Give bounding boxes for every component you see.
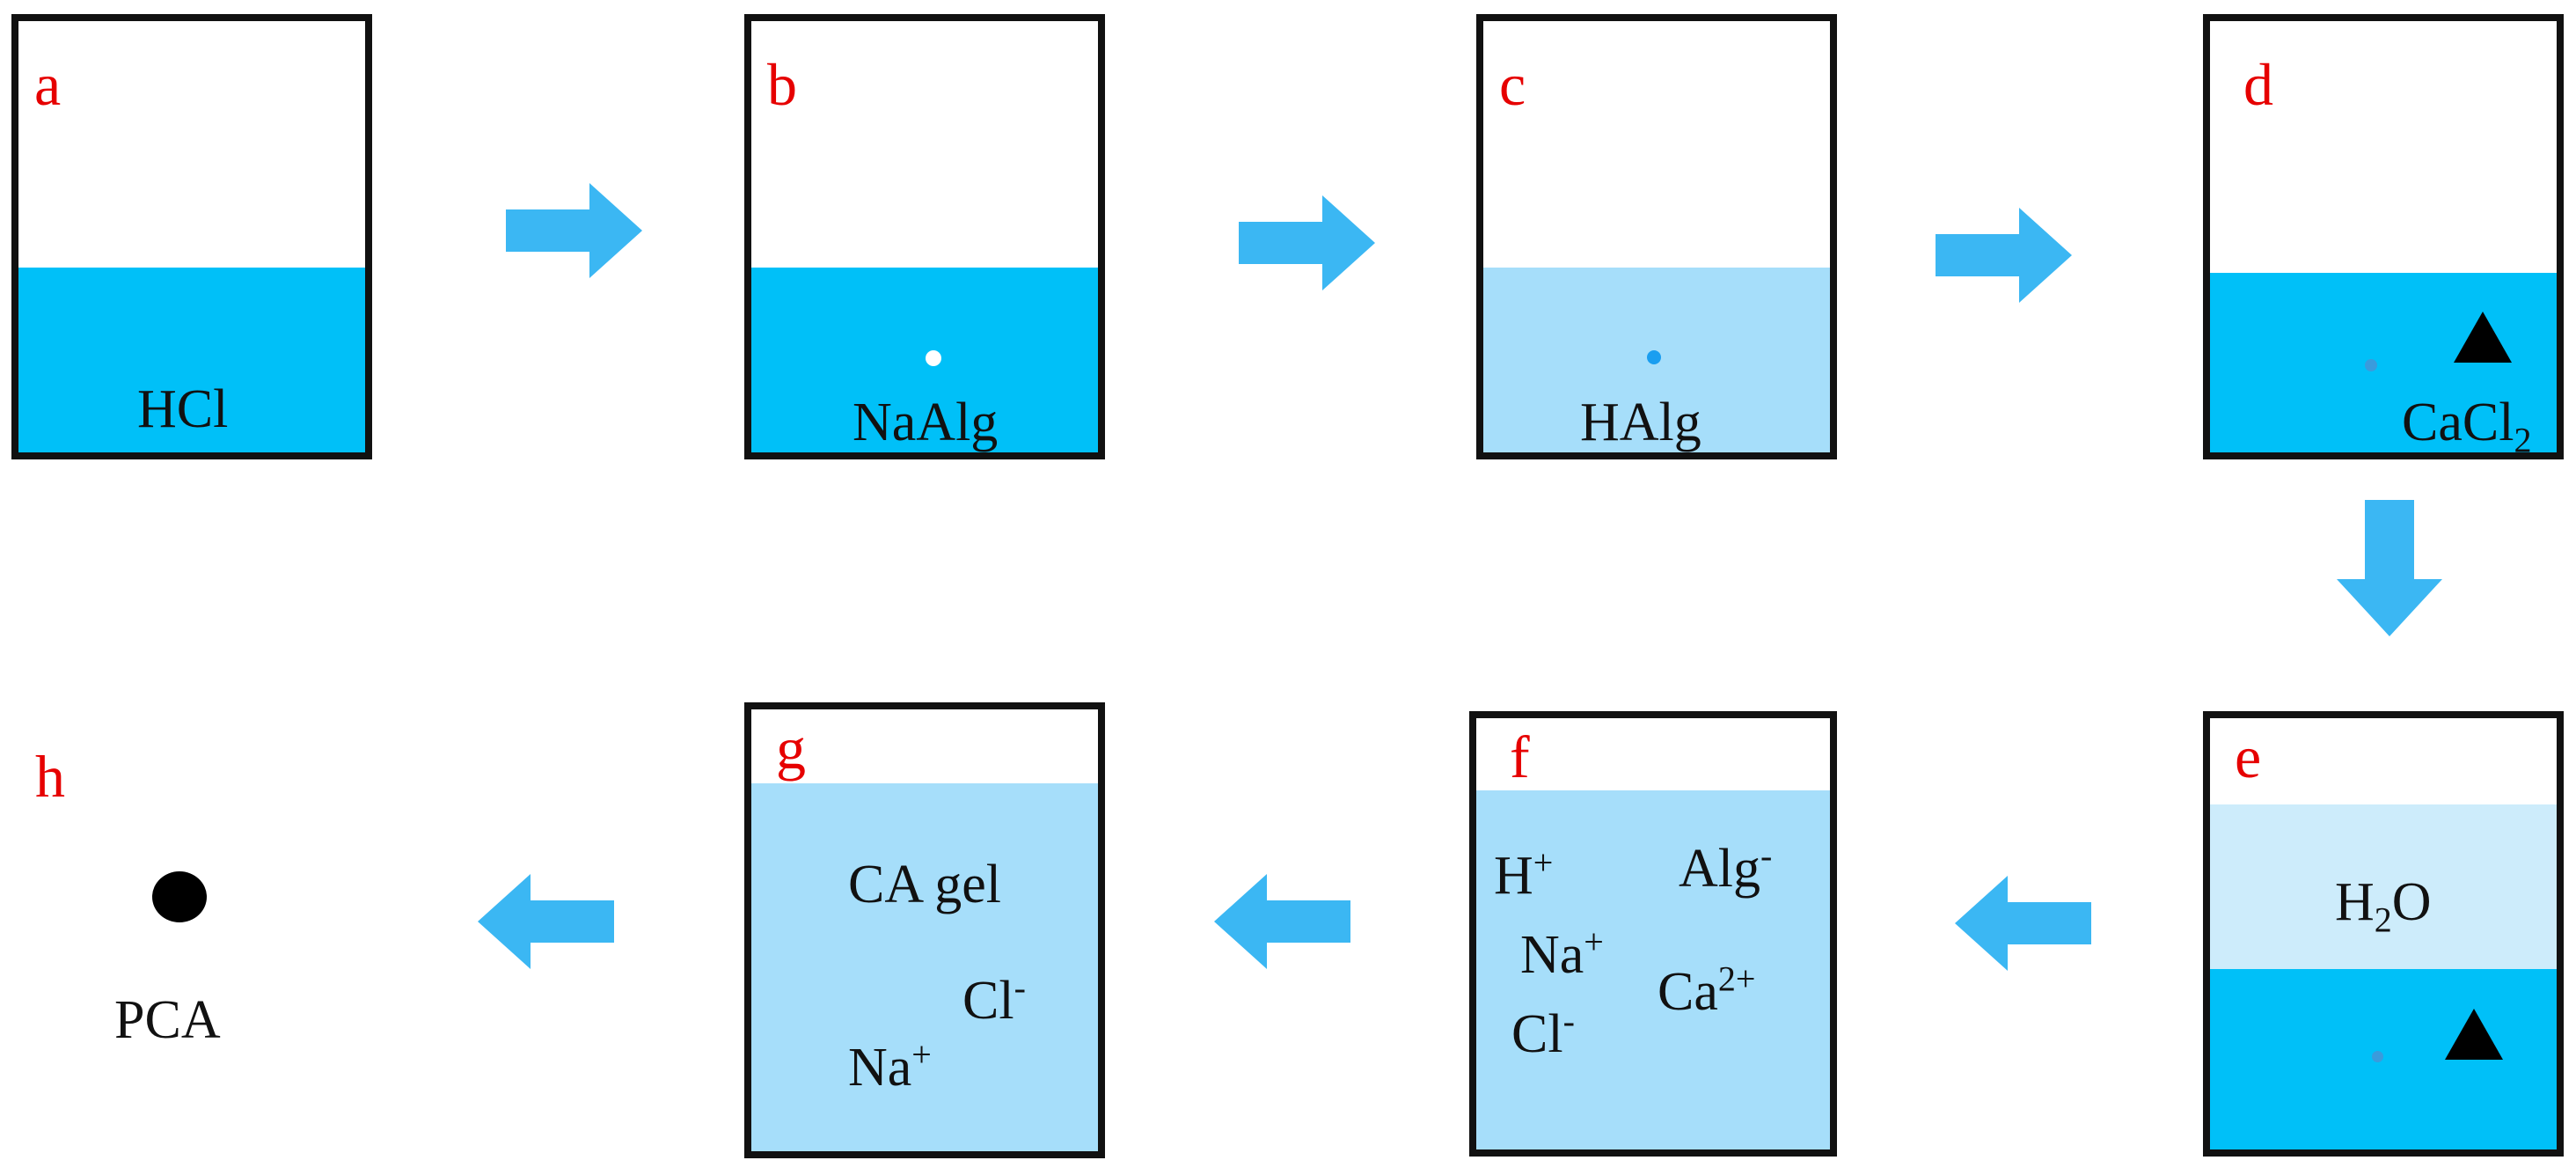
panel-letter-c: c	[1499, 51, 1526, 118]
panel-letter-d: d	[2243, 51, 2273, 118]
arrow-icon	[506, 183, 642, 278]
liquid-hcl	[18, 268, 365, 452]
liquid-ca-gel	[751, 783, 1098, 1151]
beaker-g: g CA gel Cl- Na+	[744, 702, 1105, 1158]
triangle-icon	[2445, 1009, 2503, 1060]
arrow-icon	[478, 874, 614, 969]
arrow-icon	[1214, 874, 1350, 969]
ion-ca: Ca2+	[1658, 958, 1756, 1022]
beaker-a: a HCl	[11, 14, 372, 459]
label-pca: PCA	[114, 990, 221, 1050]
panel-letter-e: e	[2235, 723, 2262, 790]
label-h2o: H2O	[2335, 872, 2432, 940]
ion-h: H+	[1494, 842, 1554, 906]
beaker-b: b NaAlg	[744, 14, 1105, 459]
liquid-naalg	[751, 268, 1098, 452]
pca-bead-icon	[152, 871, 207, 922]
ion-na: Na+	[848, 1034, 932, 1098]
arrow-icon	[1936, 208, 2072, 303]
label-ca-gel: CA gel	[848, 855, 1001, 914]
label-naalg: NaAlg	[853, 393, 999, 452]
bead-icon	[2372, 1051, 2383, 1062]
ion-na: Na+	[1520, 922, 1604, 985]
bead-icon	[2365, 359, 2377, 371]
ion-cl: Cl-	[1511, 1001, 1575, 1064]
label-cacl2: CaCl2	[2402, 393, 2532, 459]
layer-water	[2210, 804, 2557, 985]
beaker-f: f H+ Alg- Na+ Ca2+ Cl-	[1469, 711, 1837, 1157]
label-halg: HAlg	[1580, 393, 1701, 452]
bead-icon	[926, 350, 941, 366]
bead-icon	[1647, 350, 1661, 364]
panel-letter-g: g	[776, 715, 806, 782]
liquid-cacl2-bottom	[2210, 969, 2557, 1149]
ion-alg: Alg-	[1679, 835, 1773, 899]
arrow-icon	[1955, 876, 2091, 971]
liquid-ion-solution	[1476, 790, 1830, 1149]
beaker-d: d CaCl2	[2203, 14, 2564, 459]
ion-cl: Cl-	[962, 967, 1026, 1031]
beaker-c: c HAlg	[1476, 14, 1837, 459]
arrow-icon	[2337, 500, 2442, 636]
triangle-icon	[2454, 312, 2512, 363]
beaker-e: e H2O	[2203, 711, 2564, 1157]
arrow-icon	[1239, 195, 1375, 290]
panel-letter-f: f	[1510, 723, 1530, 790]
panel-letter-h: h	[35, 743, 65, 810]
liquid-cacl2	[2210, 273, 2557, 452]
panel-letter-b: b	[767, 51, 797, 118]
panel-letter-a: a	[34, 51, 62, 118]
label-hcl: HCl	[137, 379, 229, 439]
